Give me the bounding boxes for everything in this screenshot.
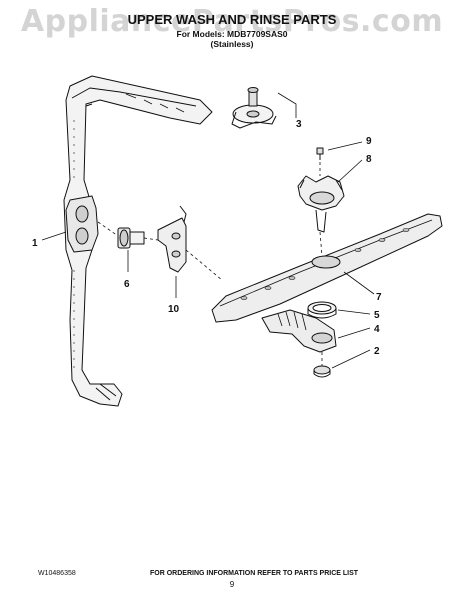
- watermark: AppliancePartsPros.com: [20, 4, 444, 39]
- ordering-note: FOR ORDERING INFORMATION REFER TO PARTS …: [150, 570, 359, 577]
- part-7-spray-arm: [211, 213, 443, 323]
- part-5-ring: [307, 301, 337, 319]
- leader-lines: [41, 141, 375, 369]
- model-info: For Models: MDB7709SAS0 (Stainless): [0, 29, 464, 49]
- part-10-bracket: [157, 205, 187, 273]
- callout-6: 6: [124, 279, 130, 290]
- callout-2: 2: [374, 346, 380, 357]
- callout-5: 5: [374, 310, 380, 321]
- callout-8: 8: [366, 154, 372, 165]
- callout-7: 7: [376, 292, 382, 303]
- callout-10: 10: [168, 304, 180, 315]
- part-2-nut: [313, 365, 331, 378]
- finish-label: (Stainless): [210, 39, 254, 49]
- part-6-connector: [117, 227, 145, 249]
- part-8-hub: [297, 175, 345, 233]
- diagram-title: UPPER WASH AND RINSE PARTS: [127, 12, 337, 27]
- callout-4: 4: [374, 324, 380, 335]
- callout-9: 9: [366, 136, 372, 147]
- model-number: For Models: MDB7709SAS0: [176, 29, 288, 39]
- part-9-screw: [316, 147, 324, 160]
- part-3-mount: [231, 87, 277, 129]
- part-4-tube: [261, 309, 337, 353]
- callout-3: 3: [296, 119, 302, 130]
- doc-number: W10486358: [38, 570, 76, 577]
- page-number: 9: [229, 580, 235, 589]
- callout-1: 1: [32, 238, 38, 249]
- part-1-manifold: [63, 75, 213, 407]
